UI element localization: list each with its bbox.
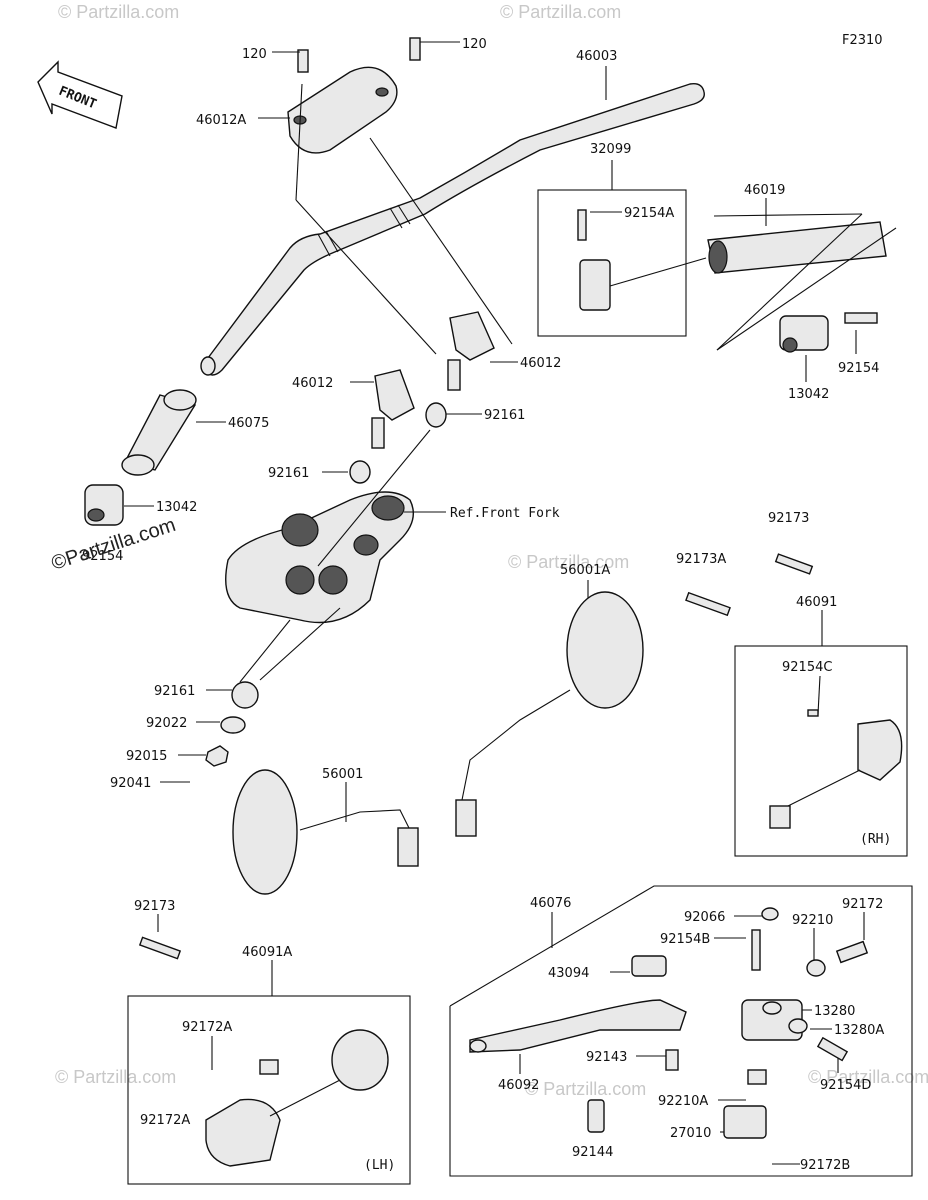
part-label: 46012A bbox=[196, 113, 246, 128]
part-label: 92161 bbox=[154, 684, 195, 699]
mirror-right bbox=[455, 591, 644, 837]
washer-92022 bbox=[220, 716, 246, 734]
part-label: 13280A bbox=[834, 1023, 884, 1038]
bushing-92161 bbox=[425, 402, 447, 428]
part-label: 92154A bbox=[624, 206, 674, 221]
part-label: 92161 bbox=[484, 408, 525, 423]
rh-tag: (RH) bbox=[860, 832, 891, 847]
triple-clamp bbox=[225, 491, 414, 624]
part-label: 92154D bbox=[820, 1078, 871, 1093]
figure-code: F2310 bbox=[842, 33, 883, 48]
part-label: 43094 bbox=[548, 966, 589, 981]
part-label: 92172A bbox=[182, 1020, 232, 1035]
switch-rh bbox=[769, 709, 903, 829]
part-label: 46003 bbox=[576, 49, 617, 64]
part-label: 92144 bbox=[572, 1145, 613, 1160]
part-label: 46076 bbox=[530, 896, 571, 911]
part-label: 92172A bbox=[140, 1113, 190, 1128]
box-rh-switch bbox=[734, 645, 908, 857]
retainer-92173 bbox=[774, 553, 814, 575]
riser-left bbox=[371, 369, 415, 449]
throttle-clamp bbox=[577, 209, 611, 311]
part-label: 13042 bbox=[156, 500, 197, 515]
part-label: 92173 bbox=[768, 511, 809, 526]
clamp-upper bbox=[287, 37, 421, 154]
watermark: © Partzilla.com bbox=[500, 2, 621, 22]
bar-end-weight-left bbox=[84, 484, 124, 526]
part-label: 120 bbox=[462, 37, 487, 52]
part-label: 46091 bbox=[796, 595, 837, 610]
switch-lh bbox=[205, 1029, 389, 1167]
part-label: 92172B bbox=[800, 1158, 850, 1173]
part-label: 46092 bbox=[498, 1078, 539, 1093]
box-lh-switch bbox=[127, 995, 411, 1185]
part-label: 32099 bbox=[590, 142, 631, 157]
part-label: 46012 bbox=[292, 376, 333, 391]
part-label: 46091A bbox=[242, 945, 292, 960]
part-label: 92161 bbox=[268, 466, 309, 481]
part-label: 46075 bbox=[228, 416, 269, 431]
part-label: 92154B bbox=[660, 932, 710, 947]
watermarks: © Partzilla.com © Partzilla.com © Partzi… bbox=[55, 2, 928, 1099]
part-label: 92172 bbox=[842, 897, 883, 912]
mirror-left bbox=[232, 769, 419, 895]
part-label: 92154C bbox=[782, 660, 832, 675]
clutch-lever-assembly bbox=[469, 907, 869, 1139]
leader-lines bbox=[124, 41, 865, 1165]
part-label: 92022 bbox=[146, 716, 187, 731]
retainer-92173 bbox=[138, 936, 182, 960]
riser-right bbox=[447, 311, 495, 391]
bushing-92161 bbox=[349, 460, 371, 484]
part-label: 92210 bbox=[792, 913, 833, 928]
box-46076 bbox=[449, 885, 913, 1177]
part-label: 92154 bbox=[82, 549, 123, 564]
part-label: 56001A bbox=[560, 563, 610, 578]
part-label: 92015 bbox=[126, 749, 167, 764]
part-label: 13042 bbox=[788, 387, 829, 402]
bushing-92161 bbox=[231, 681, 259, 709]
watermark: © Partzilla.com bbox=[525, 1079, 646, 1099]
watermark: © Partzilla.com bbox=[508, 552, 629, 572]
part-label: 27010 bbox=[670, 1126, 711, 1141]
part-label: 46012 bbox=[520, 356, 561, 371]
part-label: 92041 bbox=[110, 776, 151, 791]
front-arrow-icon: FRONT bbox=[37, 60, 123, 129]
retainer-92173A bbox=[685, 591, 731, 617]
watermark: © Partzilla.com bbox=[55, 1067, 176, 1087]
watermark: © Partzilla.com bbox=[58, 2, 179, 22]
grip-left bbox=[121, 389, 197, 476]
part-label: 120 bbox=[242, 47, 267, 62]
part-label: 92173 bbox=[134, 899, 175, 914]
part-label: 92210A bbox=[658, 1094, 708, 1109]
part-label: 46019 bbox=[744, 183, 785, 198]
part-label: 92173A bbox=[676, 552, 726, 567]
part-label: 92066 bbox=[684, 910, 725, 925]
bar-end-weight-right bbox=[779, 312, 878, 353]
part-label: 92143 bbox=[586, 1050, 627, 1065]
part-labels: 120 120 46003 46012A 32099 92154A 46019 … bbox=[82, 37, 891, 1173]
grip-right bbox=[609, 213, 897, 351]
ref-front-fork-label: Ref.Front Fork bbox=[450, 506, 560, 521]
part-label: 92154 bbox=[838, 361, 879, 376]
part-label: 13280 bbox=[814, 1004, 855, 1019]
nut-92015 bbox=[205, 745, 229, 767]
part-label: 56001 bbox=[322, 767, 363, 782]
lh-tag: (LH) bbox=[364, 1158, 395, 1173]
